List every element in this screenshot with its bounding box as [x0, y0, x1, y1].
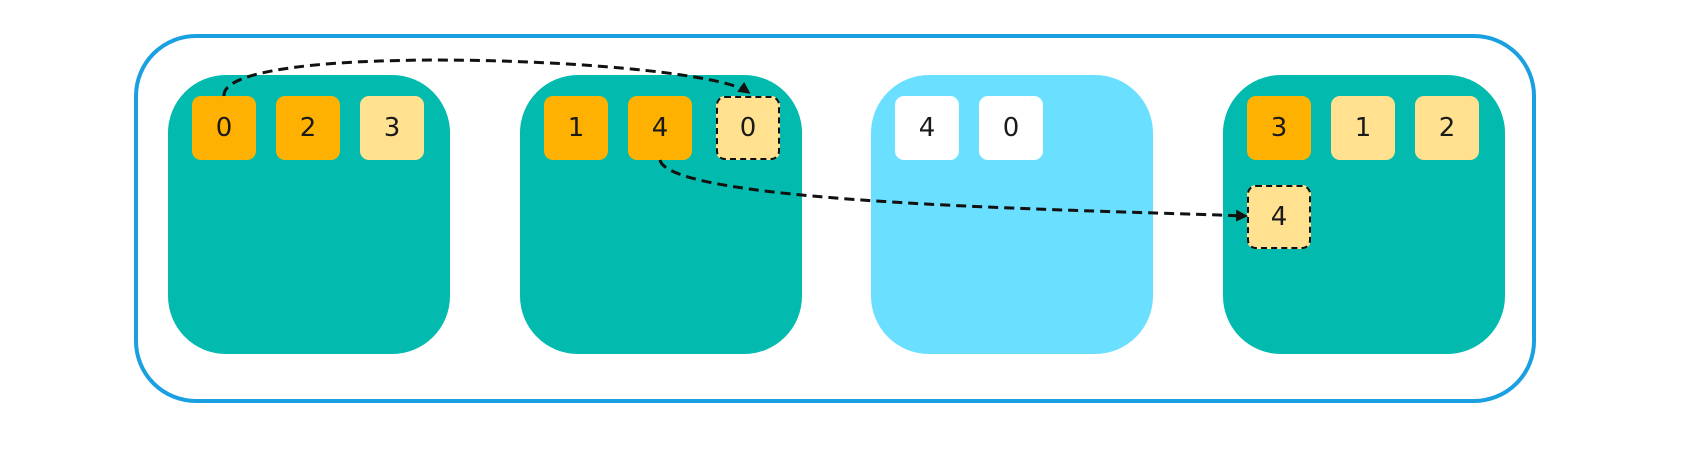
node-3-failed: 4 0 [871, 75, 1153, 354]
shard-tile-primary: 0 [192, 96, 256, 160]
shard-tile-primary: 1 [544, 96, 608, 160]
node-4: 3 1 2 4 [1223, 75, 1505, 354]
shard-tile-replica: 2 [1415, 96, 1479, 160]
shard-tile-replica: 3 [360, 96, 424, 160]
node-2: 1 4 0 [520, 75, 802, 354]
cluster-frame [134, 34, 1536, 403]
node-1: 0 2 3 [168, 75, 450, 354]
shard-tile-unassigned: 4 [895, 96, 959, 160]
shard-tile-new-replica: 4 [1247, 185, 1311, 249]
shard-tile-new-replica: 0 [716, 96, 780, 160]
shard-tile-unassigned: 0 [979, 96, 1043, 160]
shard-tile-primary: 4 [628, 96, 692, 160]
shard-tile-replica: 1 [1331, 96, 1395, 160]
shard-tile-primary: 3 [1247, 96, 1311, 160]
shard-tile-primary: 2 [276, 96, 340, 160]
